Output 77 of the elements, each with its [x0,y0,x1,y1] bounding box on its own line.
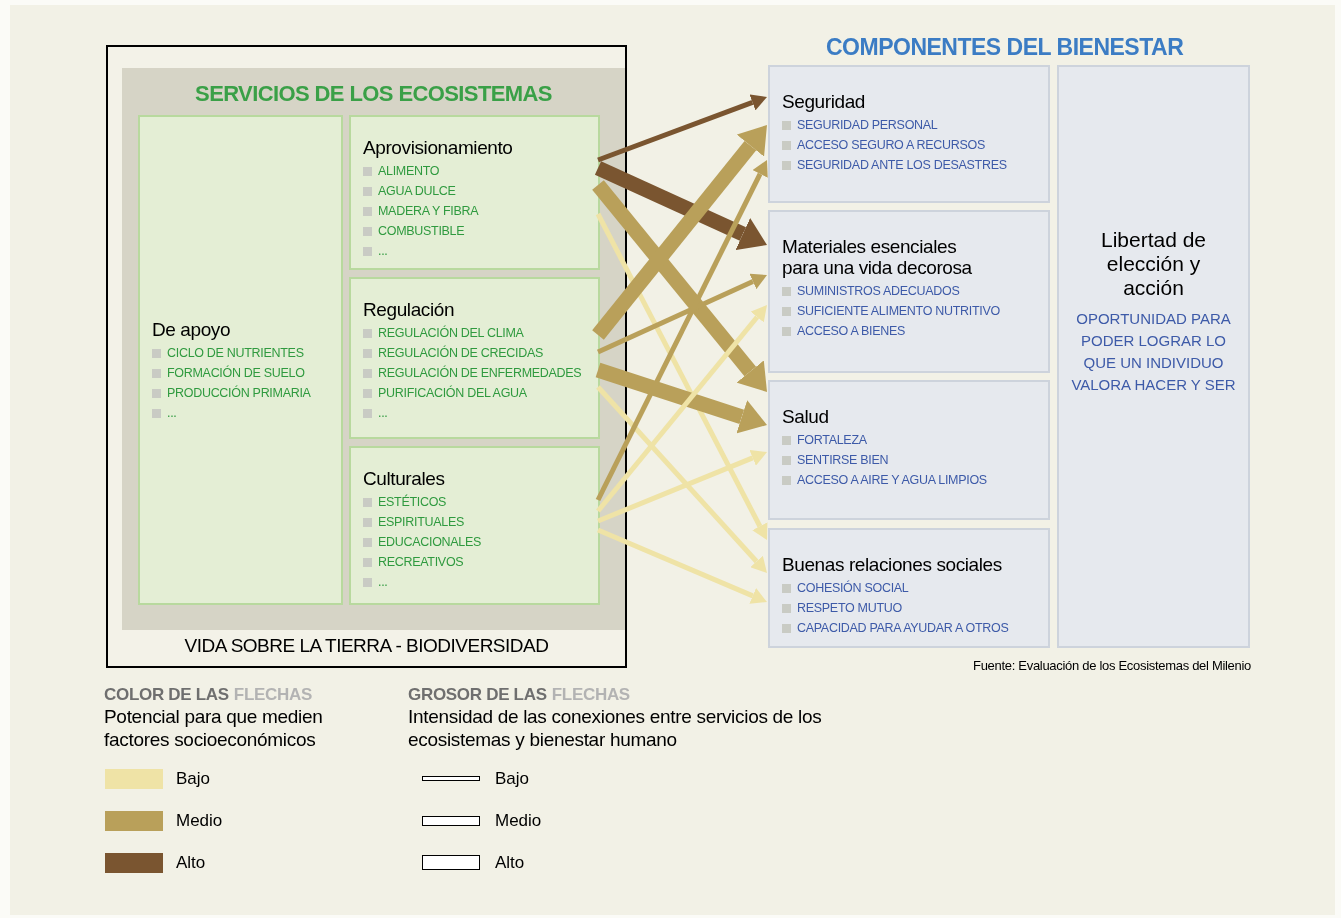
arrow [597,95,767,163]
arrow [595,212,767,540]
category-box [768,380,1050,520]
category-heading: Buenas relaciones sociales [782,554,1002,575]
category-heading: Salud [782,406,829,427]
legend-label: Alto [176,852,206,874]
legend-subtitle: Intensidad de las conexiones entre servicios de los ecosistemas y bienestar humano [408,705,823,751]
list-item: ESTÉTICOS [378,494,447,511]
legend-label: Alto [495,852,525,874]
legend-label: Medio [176,810,223,832]
category-heading: Aprovisionamiento [363,137,513,158]
list-item: CAPACIDAD PARA AYUDAR A OTROS [797,620,1009,637]
category-heading: Regulación [363,299,455,320]
legend-heading: FLECHAS [551,684,630,706]
list-item: SEGURIDAD ANTE LOS DESASTRES [797,157,1007,174]
list-item: PRODUCCIÓN PRIMARIA [167,384,311,402]
frame-caption: VIDA SOBRE LA TIERRA - BIODIVERSIDAD [184,633,549,658]
list-item: COMBUSTIBLE [378,223,465,240]
list-item: RECREATIVOS [378,554,464,571]
category-box [768,65,1050,203]
category-heading: Seguridad [782,91,866,112]
panel-title: SERVICIOS DE LOS ECOSISTEMAS [195,80,552,108]
legend-subtitle: Potencial para que medien factores socioeconómicos [104,705,324,751]
arrow [596,305,767,513]
legend-heading: FLECHAS [233,684,313,706]
list-item: EDUCACIONALES [378,534,482,551]
list-item: ... [378,574,388,591]
category-box [349,446,600,605]
category-box [768,210,1050,373]
arrow [596,385,767,573]
arrow [597,527,767,604]
list-item: REGULACIÓN DE ENFERMEDADES [378,365,582,382]
legend-label: Bajo [495,768,530,790]
freedom-heading: Libertad de elección y acción [1099,227,1208,300]
legend-heading: COLOR DE LAS [104,684,229,706]
list-item: SENTIRSE BIEN [797,452,889,469]
category-box [768,528,1050,648]
arrow [592,180,767,392]
list-item: ACCESO A AIRE Y AGUA LIMPIOS [797,472,987,489]
list-item: ... [378,405,388,422]
category-heading: Materiales esenciales para una vida decorosa [782,236,973,278]
source-note: Fuente: Evaluación de los Ecosistemas del Milenio [973,657,1251,675]
list-item: ESPIRITUALES [378,514,464,531]
category-heading: Culturales [363,468,445,489]
category-box [349,115,600,270]
arrow [594,161,767,247]
list-item: ALIMENTO [378,163,440,180]
list-item: FORTALEZA [797,432,867,449]
category-heading: De apoyo [152,318,231,340]
list-item: SUMINISTROS ADECUADOS [797,283,960,300]
category-box [138,115,343,605]
list-item: AGUA DULCE [378,183,456,200]
list-item: ACCESO A BIENES [797,323,906,340]
list-item: CICLO DE NUTRIENTES [167,344,304,362]
list-item: SEGURIDAD PERSONAL [797,117,938,134]
arrow [592,125,767,340]
freedom-box [1057,65,1250,648]
list-item: REGULACIÓN DE CRECIDAS [378,345,543,362]
list-item: REGULACIÓN DEL CLIMA [378,325,524,342]
list-item: ACCESO SEGURO A RECURSOS [797,137,985,154]
list-item: SUFICIENTE ALIMENTO NUTRITIVO [797,303,1000,320]
list-item: COHESIÓN SOCIAL [797,580,909,597]
legend-label: Bajo [176,768,211,790]
arrow [595,160,768,502]
arrow [596,274,767,355]
list-item: FORMACIÓN DE SUELO [167,364,305,382]
list-item: MADERA Y FIBRA [378,203,479,220]
arrow [597,450,767,524]
list-item: PURIFICACIÓN DEL AGUA [378,385,527,402]
list-item: ... [167,404,177,422]
section-heading: COMPONENTES DEL BIENESTAR [826,33,1184,62]
freedom-description: OPORTUNIDAD PARA PODER LOGRAR LO QUE UN INDIVIDUO VALORA HACER Y SER [1070,308,1237,395]
list-item: RESPETO MUTUO [797,600,902,617]
list-item: ... [378,243,388,260]
legend-heading: GROSOR DE LAS [408,684,547,706]
legend-label: Medio [495,810,542,832]
category-box [349,277,600,439]
